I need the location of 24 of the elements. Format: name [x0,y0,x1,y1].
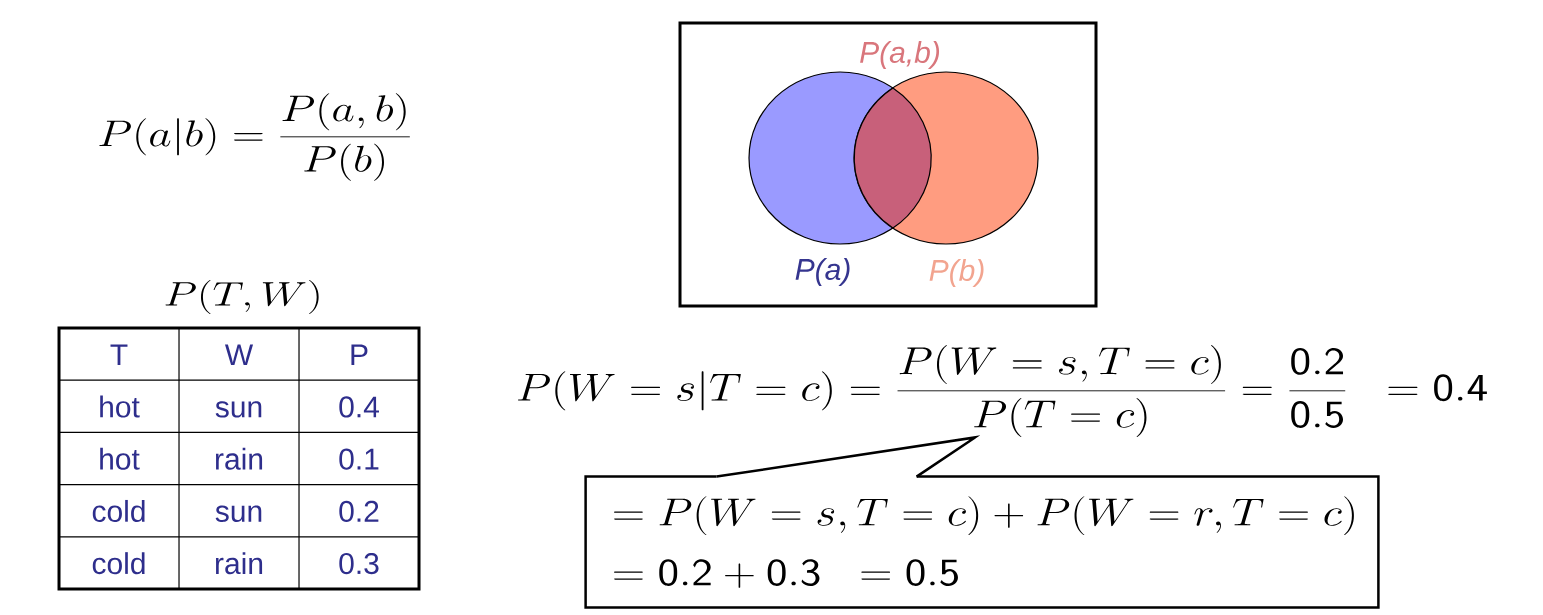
column-heading: P [351,344,368,366]
circle-label: P(a) [795,258,850,286]
table-entry: hot [100,447,140,470]
circle-label: P(b) [929,259,984,287]
table-entry: sun [215,401,262,418]
table-title: $P(T,W)$ [165,280,319,314]
table-entry: cold [92,499,145,522]
table-entry: 0.2 [339,500,379,522]
column-heading: W [225,344,254,366]
venn-frame [678,21,1098,308]
overlap-label: P(a,b) [860,41,940,69]
table-entry: rain [216,552,263,575]
overlap-region [853,87,932,229]
table-entry: hot [100,395,140,418]
table-entry: rain [216,447,263,470]
table-entry: 0.1 [339,448,379,470]
table-entry: cold [92,552,145,575]
table-entry: sun [215,505,262,522]
table-entry: 0.3 [339,552,379,575]
callout-box: $=P(W=s,T=c)+P(W=r,T=c)$ $=\mathsf{0.2}+\mathsf{0.3}\;\;=\mathsf{0.5}$ [584,475,1380,609]
equation: $P(W=s|T=c)=\frac{P(W=s,T=c)}{P(T=c)}=\frac{\mathsf{0.2}}{\mathsf{0.5}}\;\;=\mathsf{0.4}$ [518,344,1487,438]
column-heading: T [110,344,128,366]
equation: $P(a|b)=\frac{P(a,b)}{P(b)}$ [99,93,410,181]
table-entry: 0.4 [339,396,379,418]
